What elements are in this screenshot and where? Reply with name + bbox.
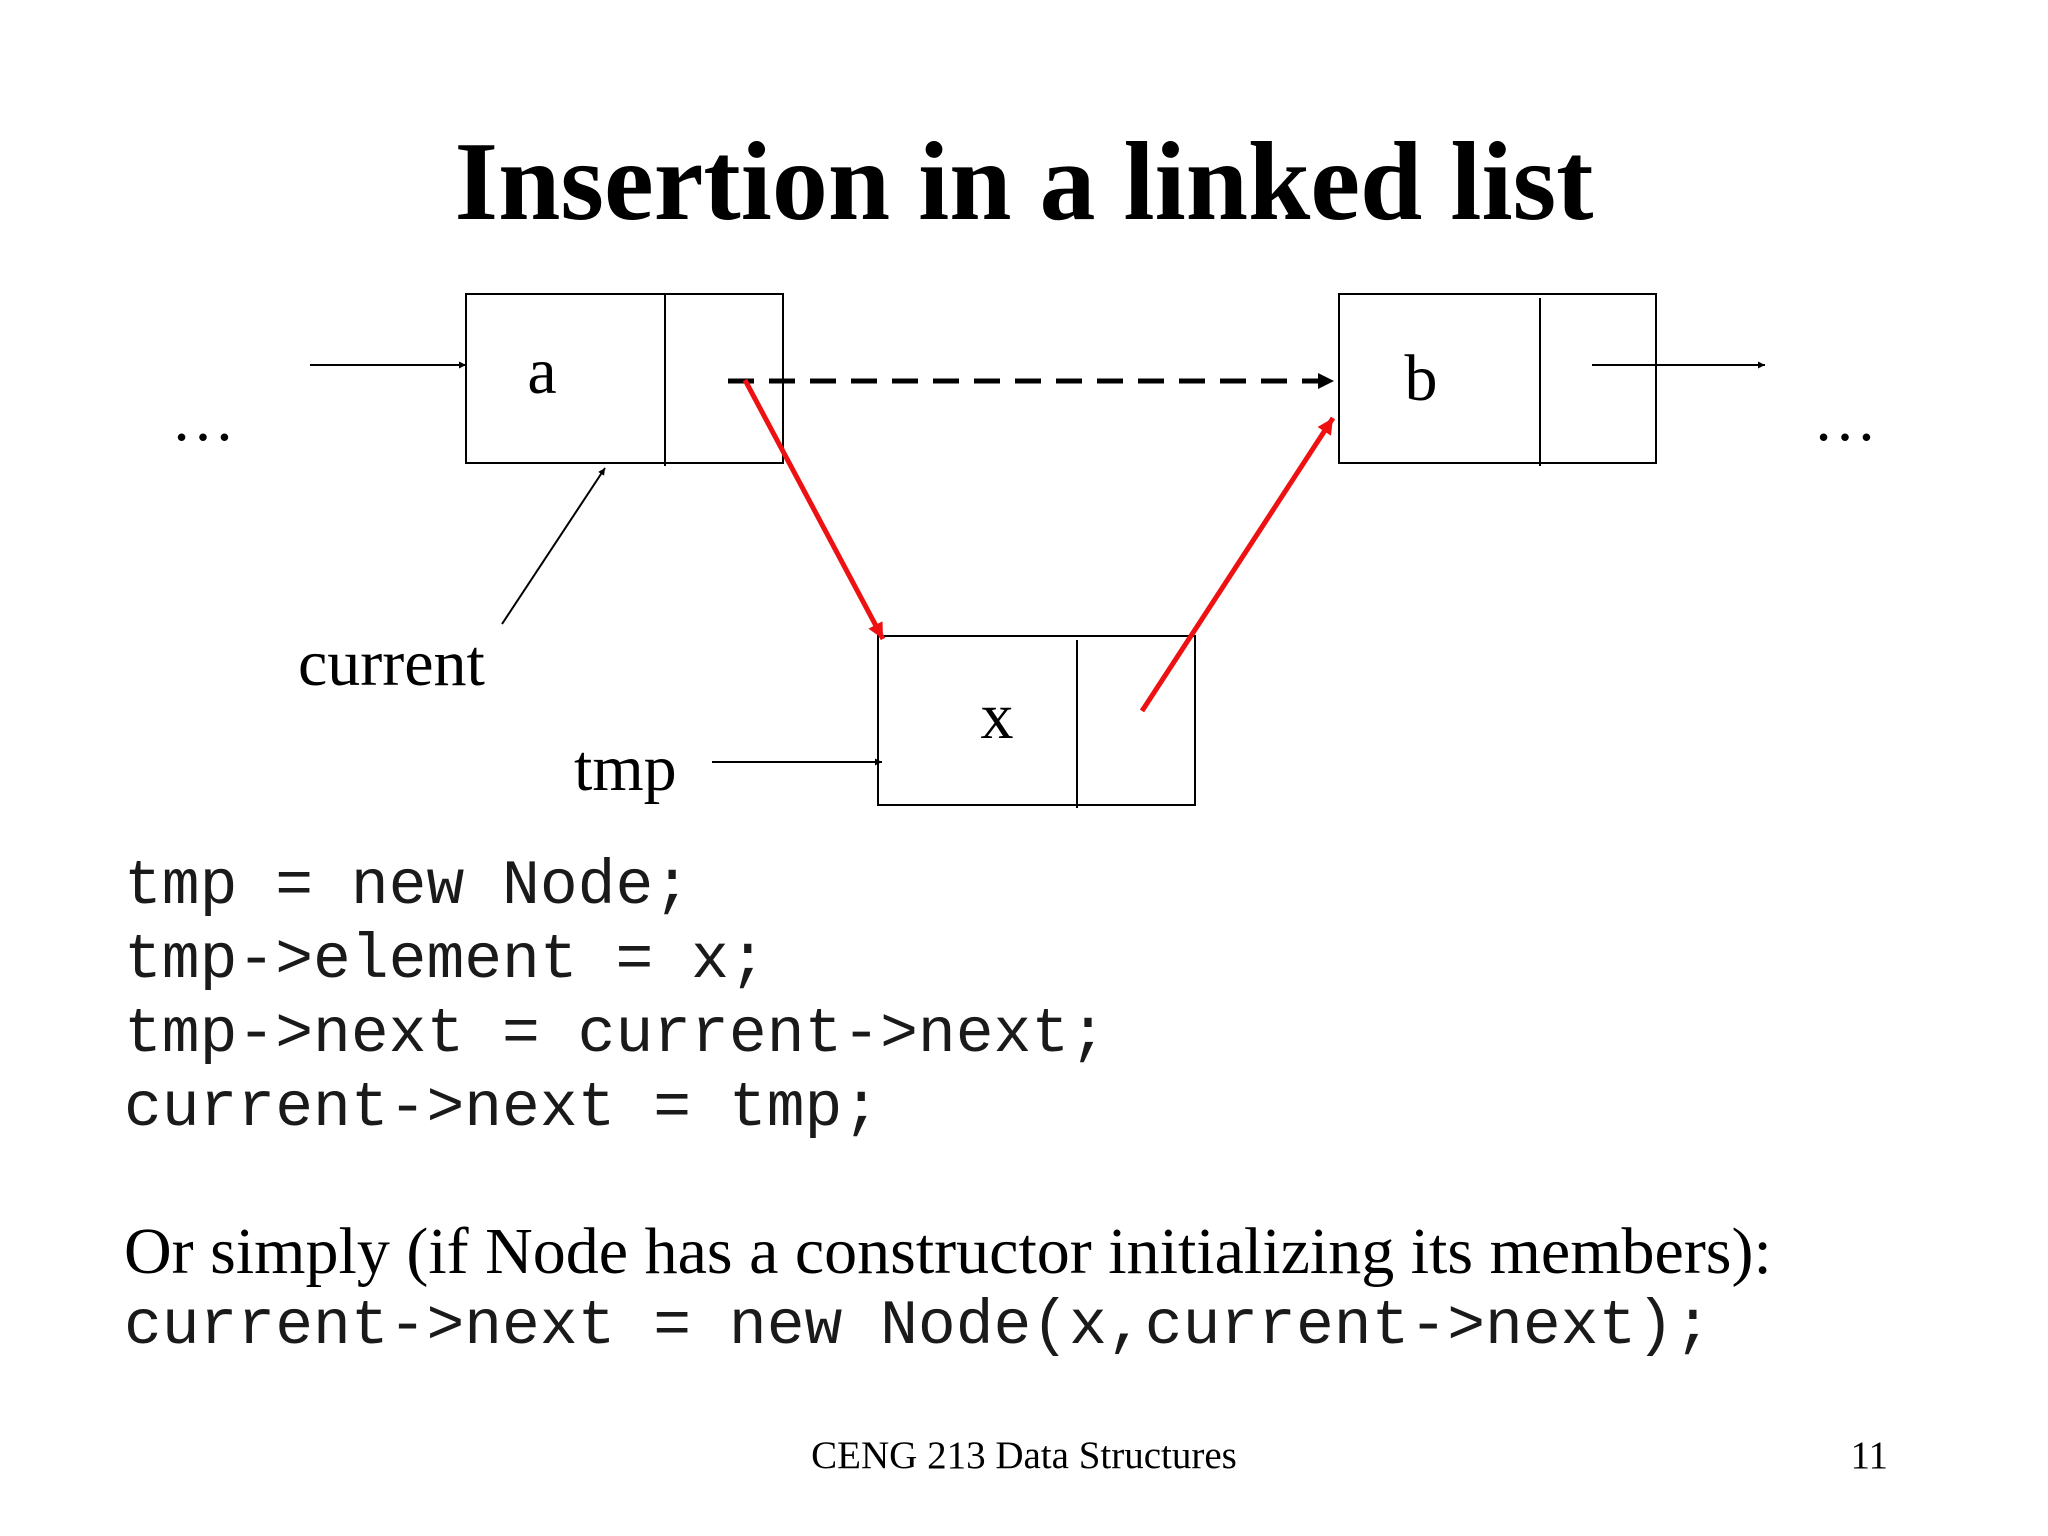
node-b: b	[1338, 293, 1657, 466]
node-b-label: b	[1405, 342, 1438, 415]
page-number: 11	[1850, 1434, 1888, 1477]
node-x-label: x	[981, 680, 1014, 753]
new-link-x-to-b	[1139, 416, 1336, 713]
current-pointer-arrow	[501, 467, 606, 625]
tmp-label: tmp	[574, 732, 677, 805]
node-a: a	[465, 293, 784, 466]
ellipsis-left: …	[171, 383, 235, 454]
code-block: tmp = new Node;tmp->element = x;tmp->nex…	[124, 850, 1107, 1146]
code-line-set-next: tmp->next = current->next;	[124, 999, 1107, 1070]
code-line-link-current: current->next = tmp;	[124, 1073, 881, 1144]
ellipsis-right: …	[1813, 383, 1877, 454]
new-link-a-to-x	[742, 378, 886, 641]
node-x: x	[877, 635, 1196, 808]
slide-title: Insertion in a linked list	[454, 120, 1594, 244]
slide-footer: CENG 213 Data Structures	[811, 1434, 1237, 1477]
node-b-box	[1338, 293, 1657, 464]
code-line-set-element: tmp->element = x;	[124, 925, 767, 996]
alternative-description: Or simply (if Node has a constructor ini…	[124, 1215, 1772, 1288]
node-x-box	[877, 635, 1196, 806]
current-label: current	[298, 627, 485, 700]
code-line-new-node: tmp = new Node;	[124, 851, 692, 922]
node-a-label: a	[527, 335, 556, 408]
alternative-code: current->next = new Node(x,current->next…	[124, 1291, 1712, 1362]
